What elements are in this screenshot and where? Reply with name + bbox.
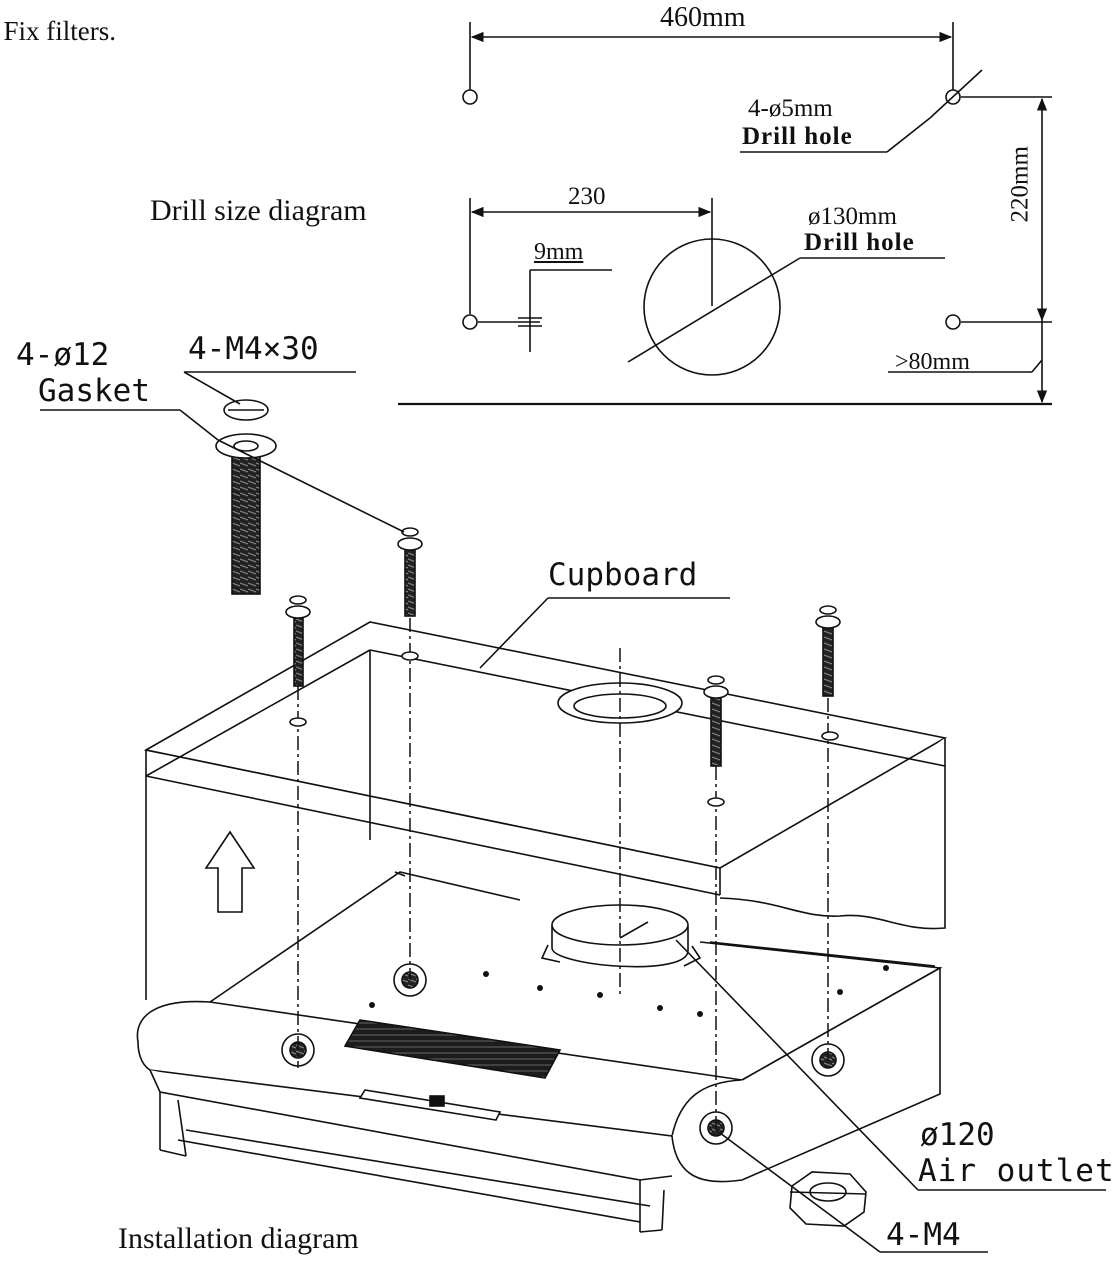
- hex-nut: [789, 1171, 867, 1227]
- drill-hole-large: [643, 238, 781, 376]
- small-hole-label: Drill hole: [742, 123, 853, 150]
- screw-label: 4-M4×30: [188, 331, 319, 367]
- drill-size-diagram: [398, 22, 1052, 406]
- drill-hole-bottom-right: [945, 314, 961, 330]
- air-outlet-collar: [540, 904, 702, 968]
- drill-diagram-caption: Drill size diagram: [150, 194, 367, 227]
- screw-left-rear: [397, 527, 423, 617]
- range-hood: [136, 871, 943, 1233]
- gasket-qty: 4-ø12: [16, 337, 110, 373]
- big-hole-label: Drill hole: [804, 229, 915, 256]
- screw-left-front: [285, 595, 311, 687]
- big-hole-size: ø130mm: [808, 203, 897, 230]
- dim-9mm: 9mm: [534, 239, 584, 265]
- dim-80mm: >80mm: [895, 349, 970, 375]
- small-hole-size: 4-ø5mm: [748, 95, 833, 122]
- nut-label: 4-M4: [886, 1217, 961, 1253]
- screw-detail: [215, 399, 277, 595]
- screw-right-rear: [815, 605, 841, 697]
- step-4-text: . Fix filters.: [0, 16, 116, 46]
- dim-230: 230: [568, 183, 606, 210]
- center-lines: [297, 618, 829, 1130]
- drill-hole-top-left: [462, 89, 478, 105]
- installation-diagram: [40, 371, 1106, 1253]
- dim-460mm: 460mm: [660, 2, 746, 33]
- cupboard-label: Cupboard: [548, 557, 698, 593]
- outlet-label: Air outlet: [918, 1153, 1112, 1189]
- drill-hole-bottom-left: [462, 314, 478, 330]
- screw-right-front: [703, 675, 729, 767]
- outlet-size: ø120: [920, 1117, 995, 1153]
- gasket-label: Gasket: [38, 373, 150, 409]
- up-arrow-icon: [204, 830, 256, 913]
- installation-diagram-caption: Installation diagram: [118, 1222, 359, 1255]
